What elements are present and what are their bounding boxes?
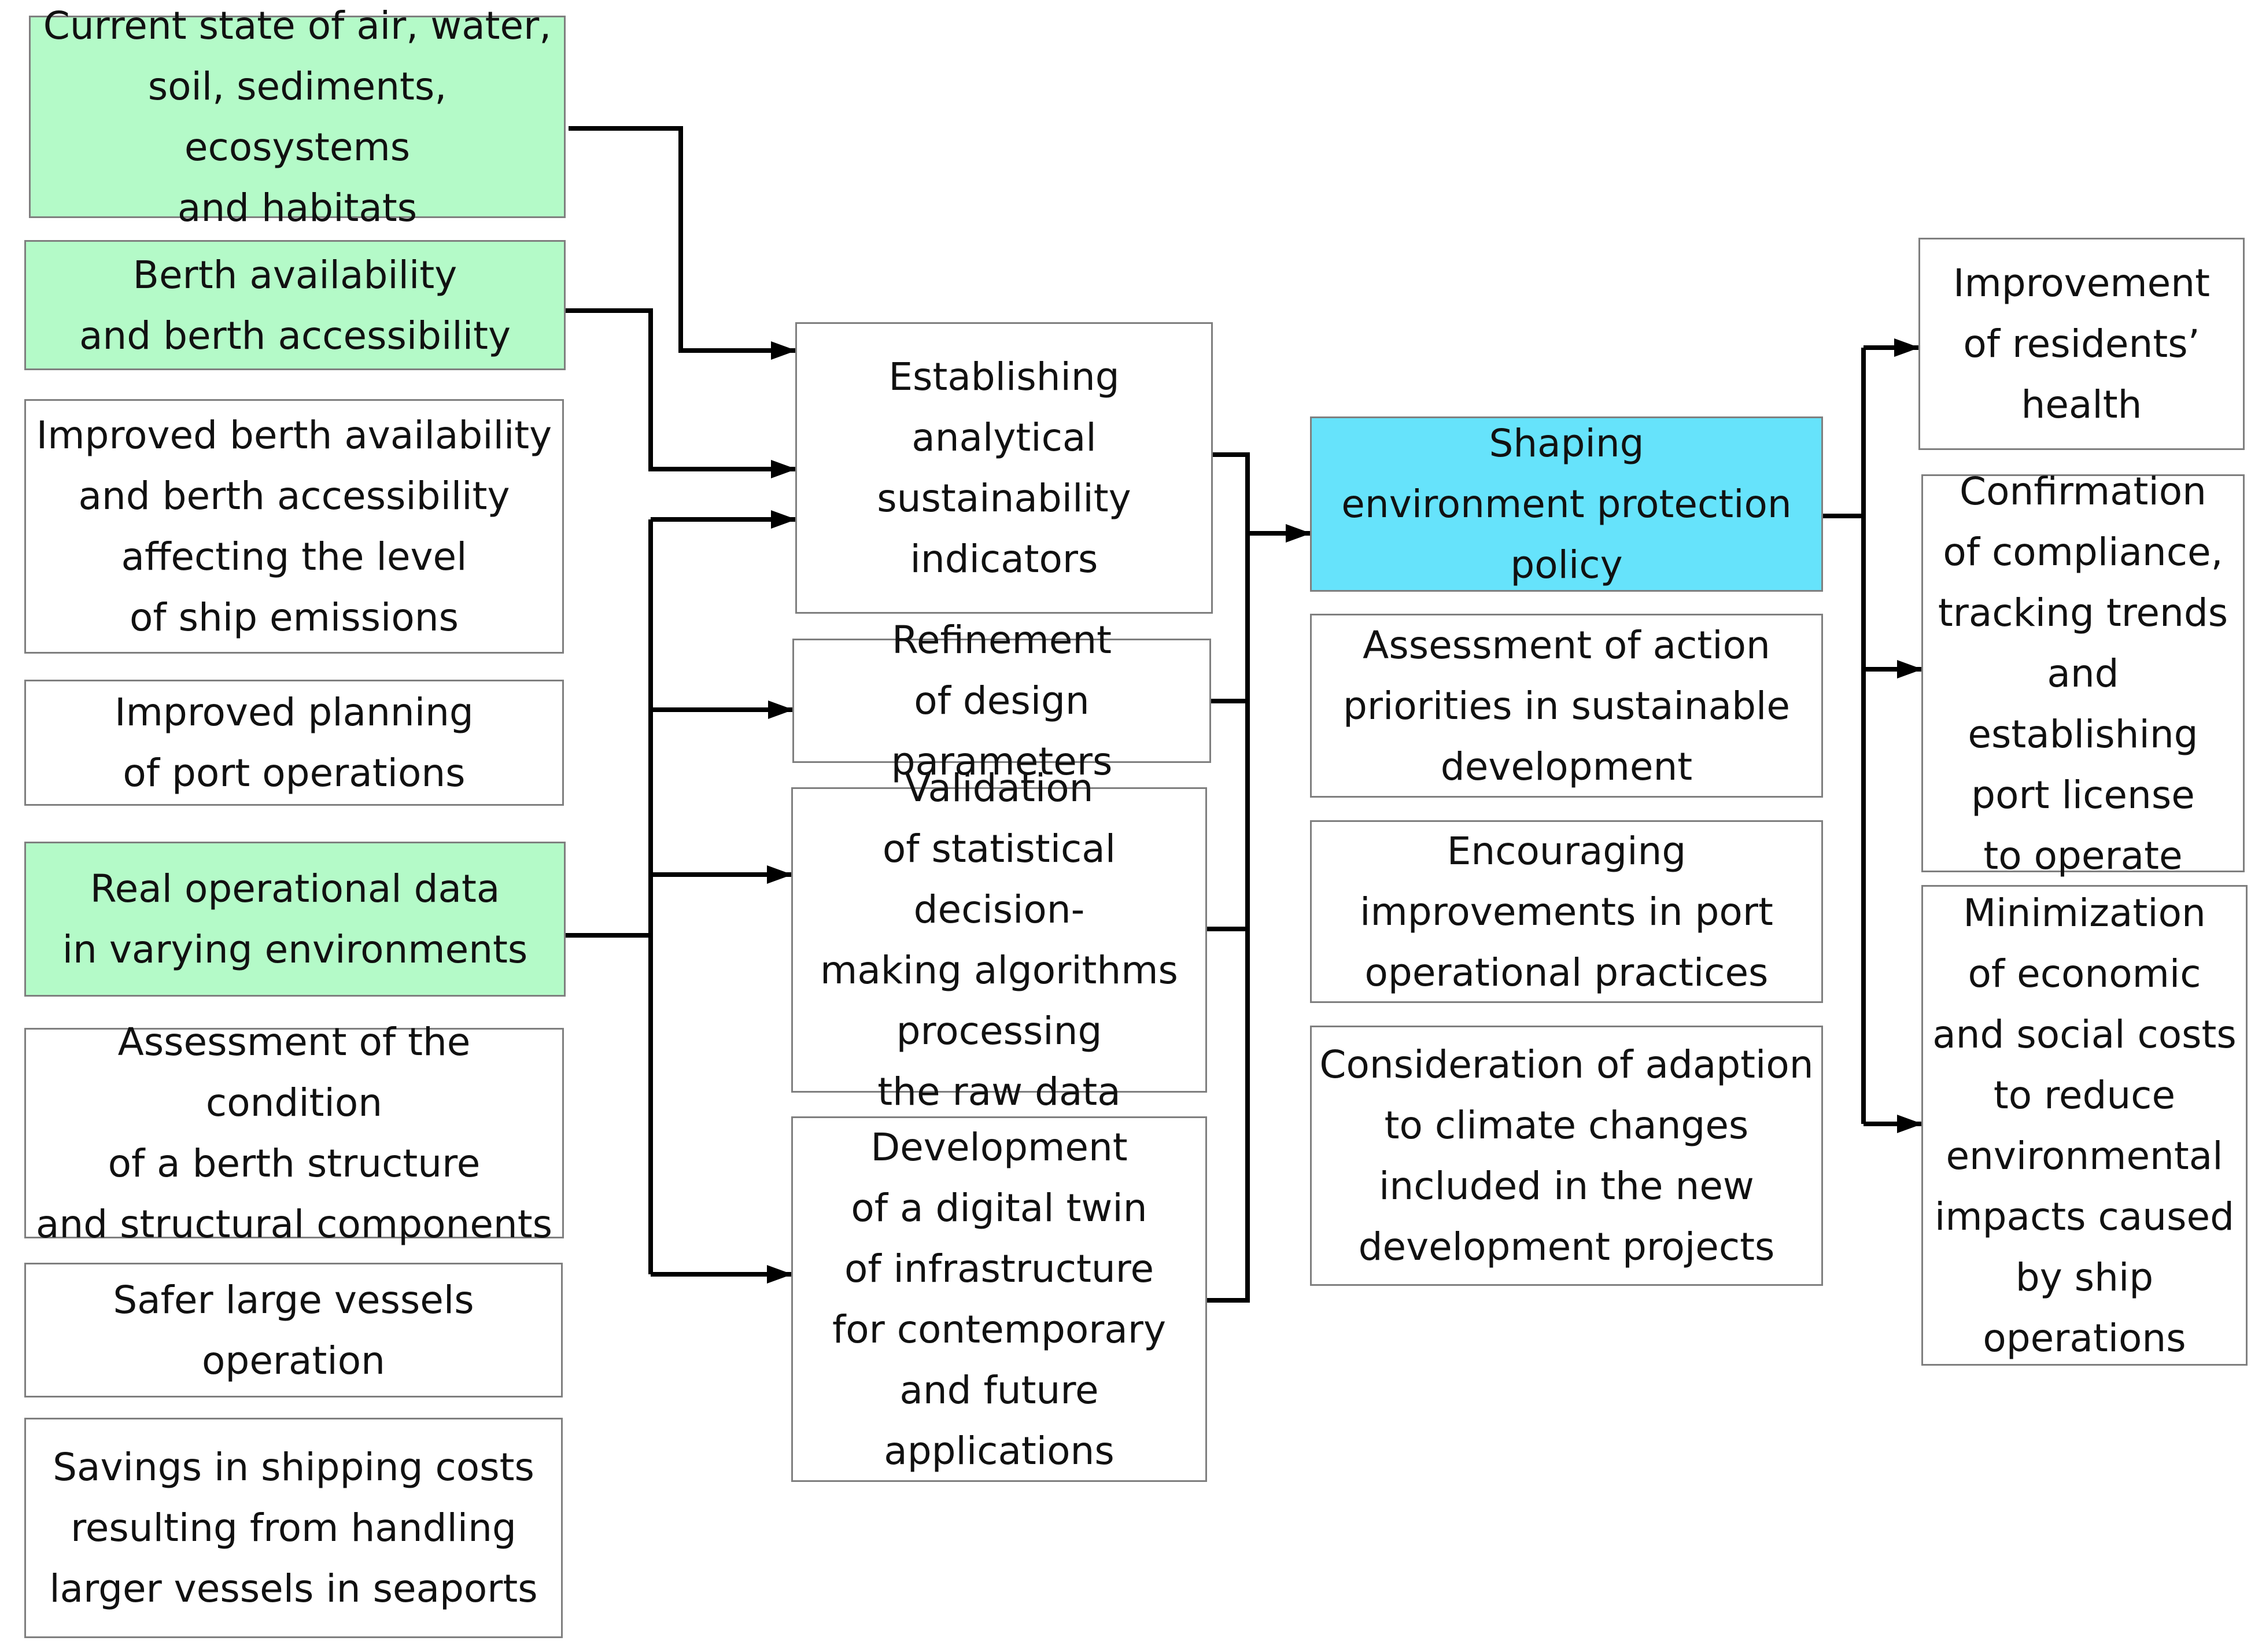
input-improved-berth: Improved berth availability and berth ac… <box>24 399 564 654</box>
outcome-residents-health: Improvement of residents’ health <box>1918 238 2245 450</box>
input-current-state: Current state of air, water, soil, sedim… <box>29 3 566 230</box>
input-safer-vessels: Safer large vessels operation <box>24 1263 563 1397</box>
policy-encouraging-improvements: Encouraging improvements in port operati… <box>1310 820 1823 1003</box>
connector-current-state-to-indicators <box>569 126 796 360</box>
process-digital-twin: Development of a digital twin of infrast… <box>791 1116 1207 1482</box>
input-real-operational-data: Real operational data in varying environ… <box>24 842 566 997</box>
input-shipping-savings: Savings in shipping costs resulting from… <box>24 1418 563 1638</box>
process-design-refinement: Refinement of design parameters <box>792 618 1211 784</box>
outcome-cost-minimization: Minimization of economic and social cost… <box>1921 885 2248 1366</box>
policy-action-priorities: Assessment of action priorities in susta… <box>1310 614 1823 798</box>
policy-shaping: Shaping environment protection policy <box>1310 416 1823 592</box>
connector-process-merge <box>1207 452 1250 1303</box>
connector-policy-out <box>1823 348 1866 1124</box>
process-sustainability-indicators: Establishing analytical sustainability i… <box>795 322 1213 614</box>
input-improved-planning: Improved planning of port operations <box>24 680 564 806</box>
input-condition-assessment: Assessment of the condition of a berth s… <box>24 1020 564 1247</box>
input-berth-availability: Berth availability and berth accessibili… <box>24 240 566 370</box>
connector-real-data-trunk <box>566 519 653 1274</box>
process-algorithm-validation: Validation of statistical decision- maki… <box>791 766 1207 1114</box>
connector-berth-to-indicators <box>563 308 796 478</box>
outcome-compliance: Confirmation of compliance, tracking tre… <box>1921 469 2245 878</box>
policy-climate-adaption: Consideration of adaption to climate cha… <box>1310 1026 1823 1286</box>
